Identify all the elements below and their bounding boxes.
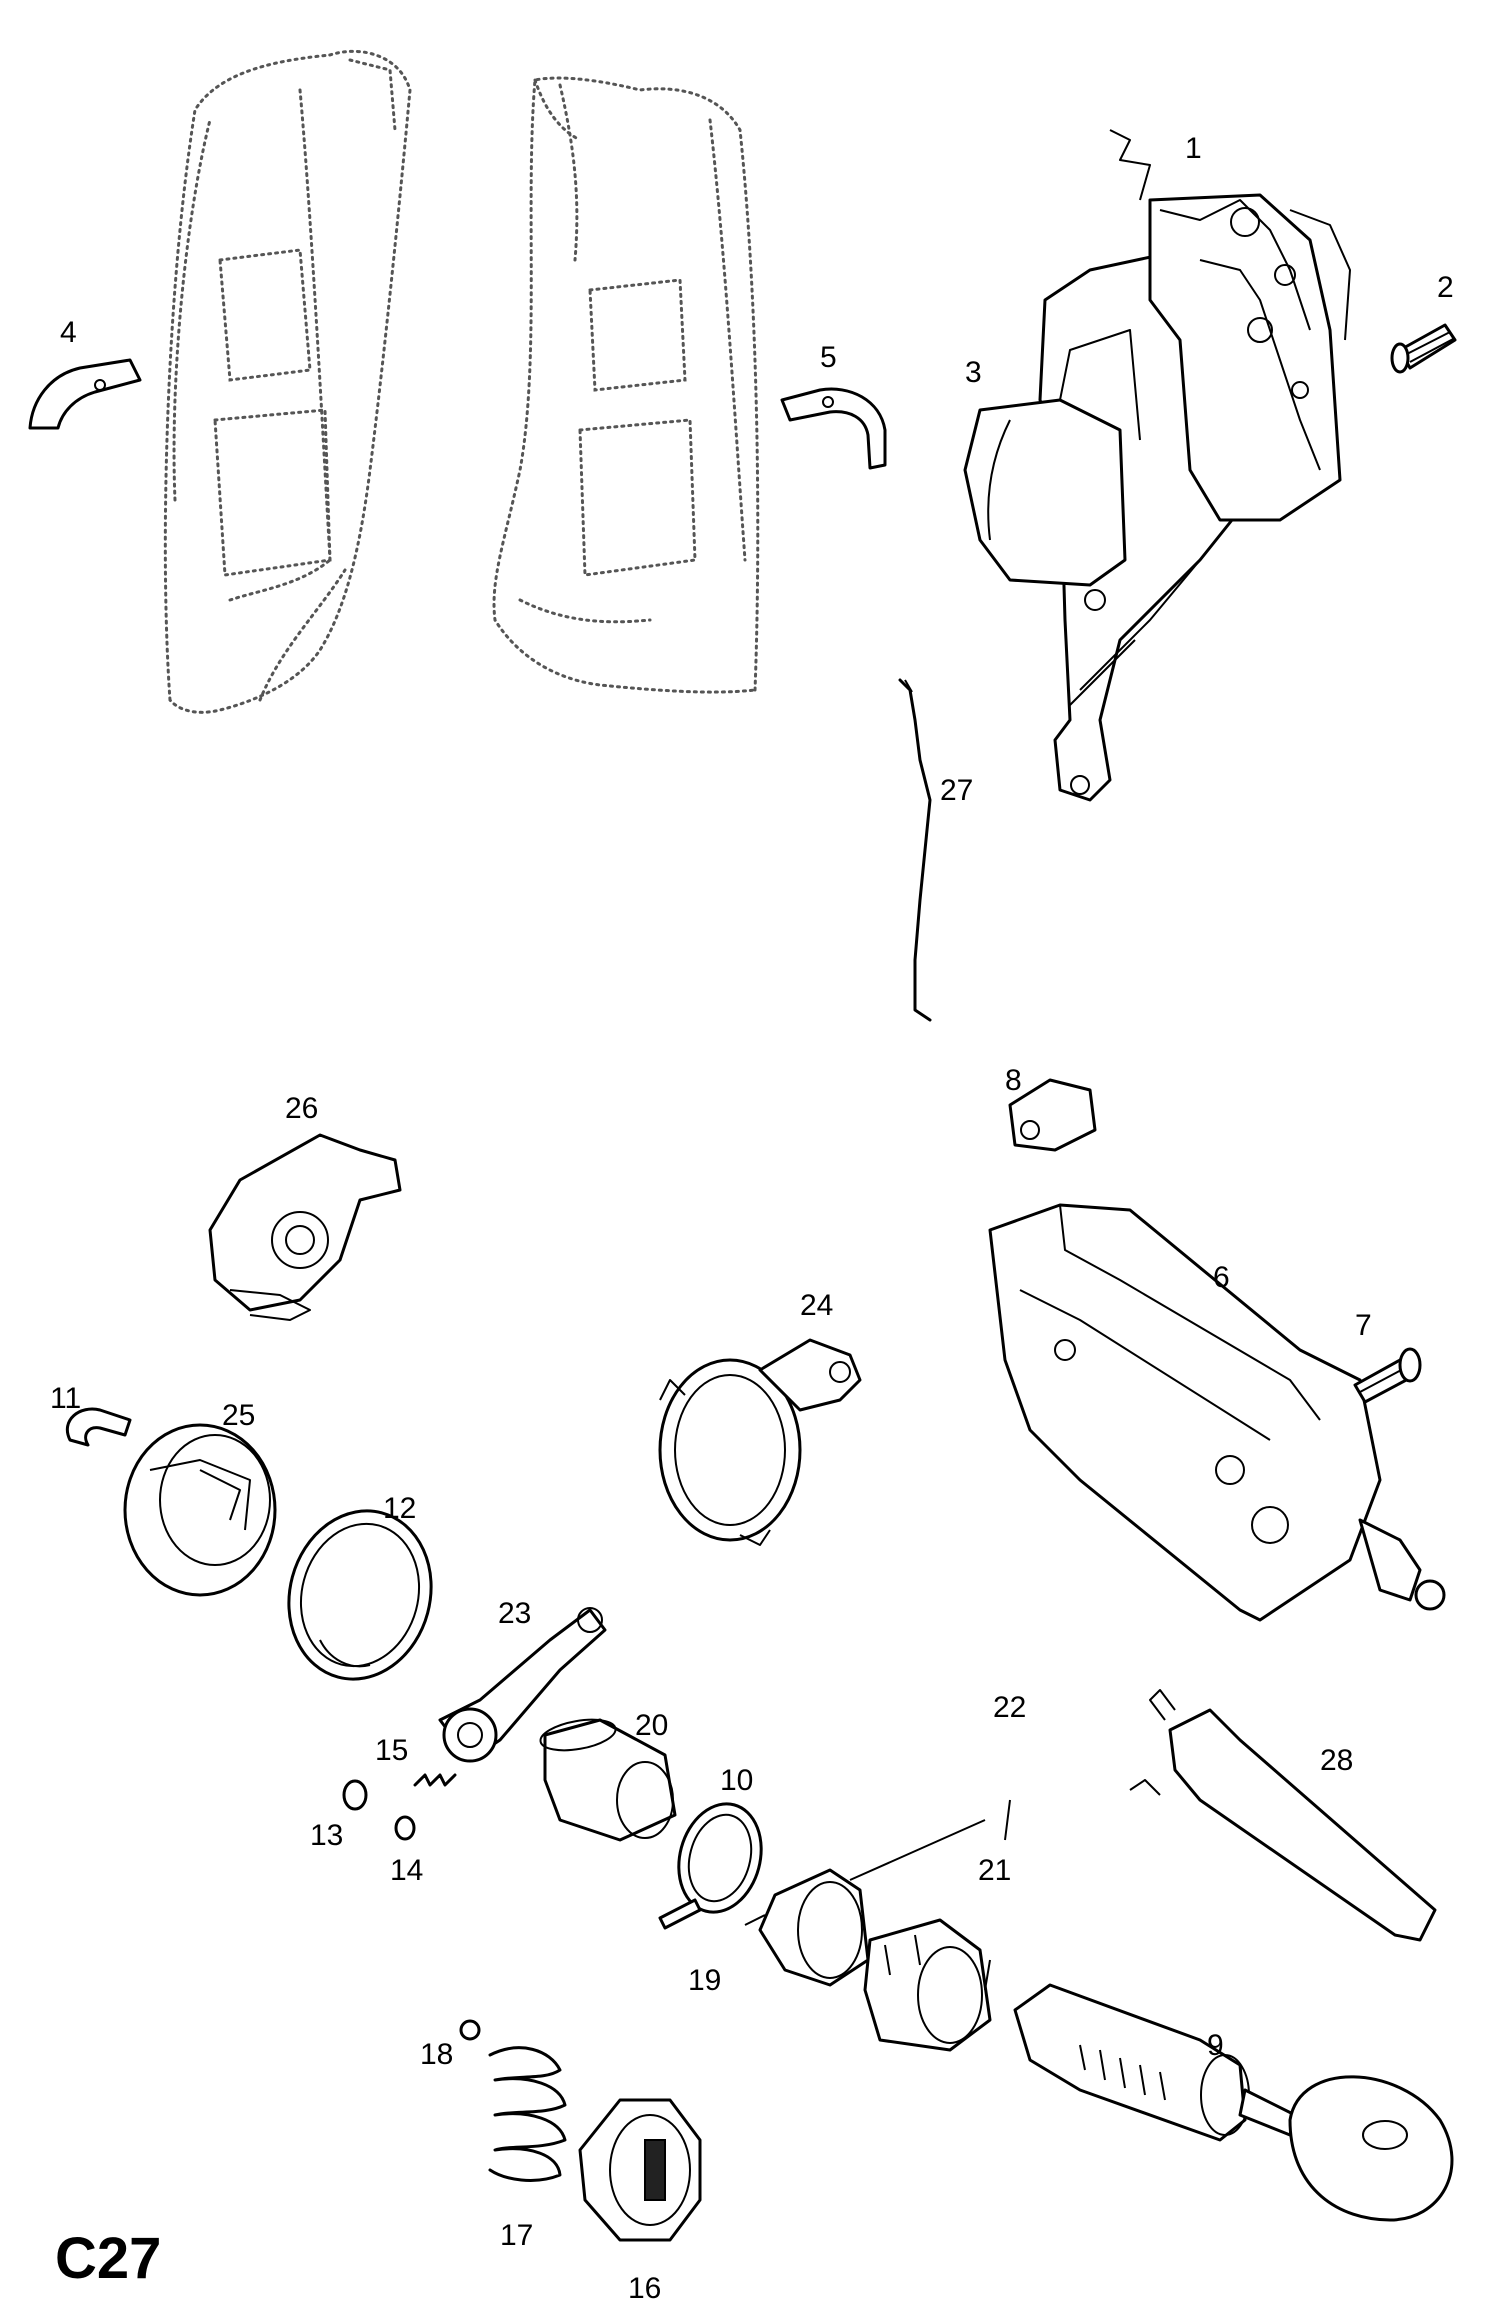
callout-23: 23 xyxy=(498,1597,531,1630)
callout-2: 2 xyxy=(1437,271,1454,304)
pin-part-13 xyxy=(342,1779,368,1811)
cap-part-16 xyxy=(578,2098,702,2242)
callout-25: 25 xyxy=(222,1399,255,1432)
sleeve-part-21 xyxy=(863,1918,992,2052)
spring-part-15 xyxy=(413,1773,457,1787)
door-lock-assembly-part-1 xyxy=(1038,129,1351,802)
clip-part-4 xyxy=(28,358,142,430)
callout-3: 3 xyxy=(965,356,982,389)
callout-1: 1 xyxy=(1185,132,1202,165)
ring-part-10 xyxy=(677,1802,763,1914)
diagram-code: C27 xyxy=(55,2226,161,2291)
callout-27: 27 xyxy=(940,774,973,807)
rod-part-27 xyxy=(898,678,932,1022)
callout-6: 6 xyxy=(1213,1261,1230,1294)
callout-5: 5 xyxy=(820,341,837,374)
spring-ring-part-12 xyxy=(287,1509,433,1681)
door-panel-right-outline xyxy=(492,76,760,694)
sleeve-part-22 xyxy=(744,1868,870,1987)
connector-part-8 xyxy=(1008,1078,1097,1152)
actuator-part-6 xyxy=(988,1203,1446,1622)
bracket-part-24 xyxy=(658,1338,862,1546)
leader-lines xyxy=(849,1799,1011,1991)
callout-22: 22 xyxy=(993,1691,1026,1724)
callout-12: 12 xyxy=(383,1492,416,1525)
callout-11: 11 xyxy=(50,1382,81,1415)
callout-28: 28 xyxy=(1320,1744,1353,1777)
pin-part-14 xyxy=(394,1815,416,1841)
callout-15: 15 xyxy=(375,1734,408,1767)
callout-20: 20 xyxy=(635,1709,668,1742)
callout-18: 18 xyxy=(420,2038,453,2071)
callout-19: 19 xyxy=(688,1964,721,1997)
callout-17: 17 xyxy=(500,2219,533,2252)
clip-ring-part-11 xyxy=(65,1407,132,1447)
callout-4: 4 xyxy=(60,316,77,349)
callout-13: 13 xyxy=(310,1819,343,1852)
door-panel-left-outline xyxy=(163,49,412,714)
spring-part-17 xyxy=(488,2046,567,2182)
callout-16: 16 xyxy=(628,2272,661,2305)
lock-cover-part-3 xyxy=(963,329,1141,587)
callout-9: 9 xyxy=(1207,2029,1224,2062)
lock-housing-part-25 xyxy=(123,1423,277,1597)
clip-part-5 xyxy=(780,387,887,470)
lock-housing-part-26 xyxy=(208,1133,402,1321)
lever-part-23 xyxy=(438,1607,607,1763)
pin-part-19 xyxy=(658,1898,702,1930)
callout-24: 24 xyxy=(800,1289,833,1322)
callout-21: 21 xyxy=(978,1854,1011,1887)
screw-part-2 xyxy=(1390,323,1457,374)
callout-7: 7 xyxy=(1355,1309,1372,1342)
callout-8: 8 xyxy=(1005,1064,1022,1097)
callout-26: 26 xyxy=(285,1092,318,1125)
callout-10: 10 xyxy=(720,1764,753,1797)
key-blank-part-28 xyxy=(1129,1689,1437,1942)
ball-part-18 xyxy=(459,2019,481,2041)
callout-14: 14 xyxy=(390,1854,423,1887)
sleeve-part-20 xyxy=(539,1718,677,1842)
screw-part-7 xyxy=(1353,1347,1422,1404)
lock-cylinder-part-9 xyxy=(1013,1983,1454,2222)
